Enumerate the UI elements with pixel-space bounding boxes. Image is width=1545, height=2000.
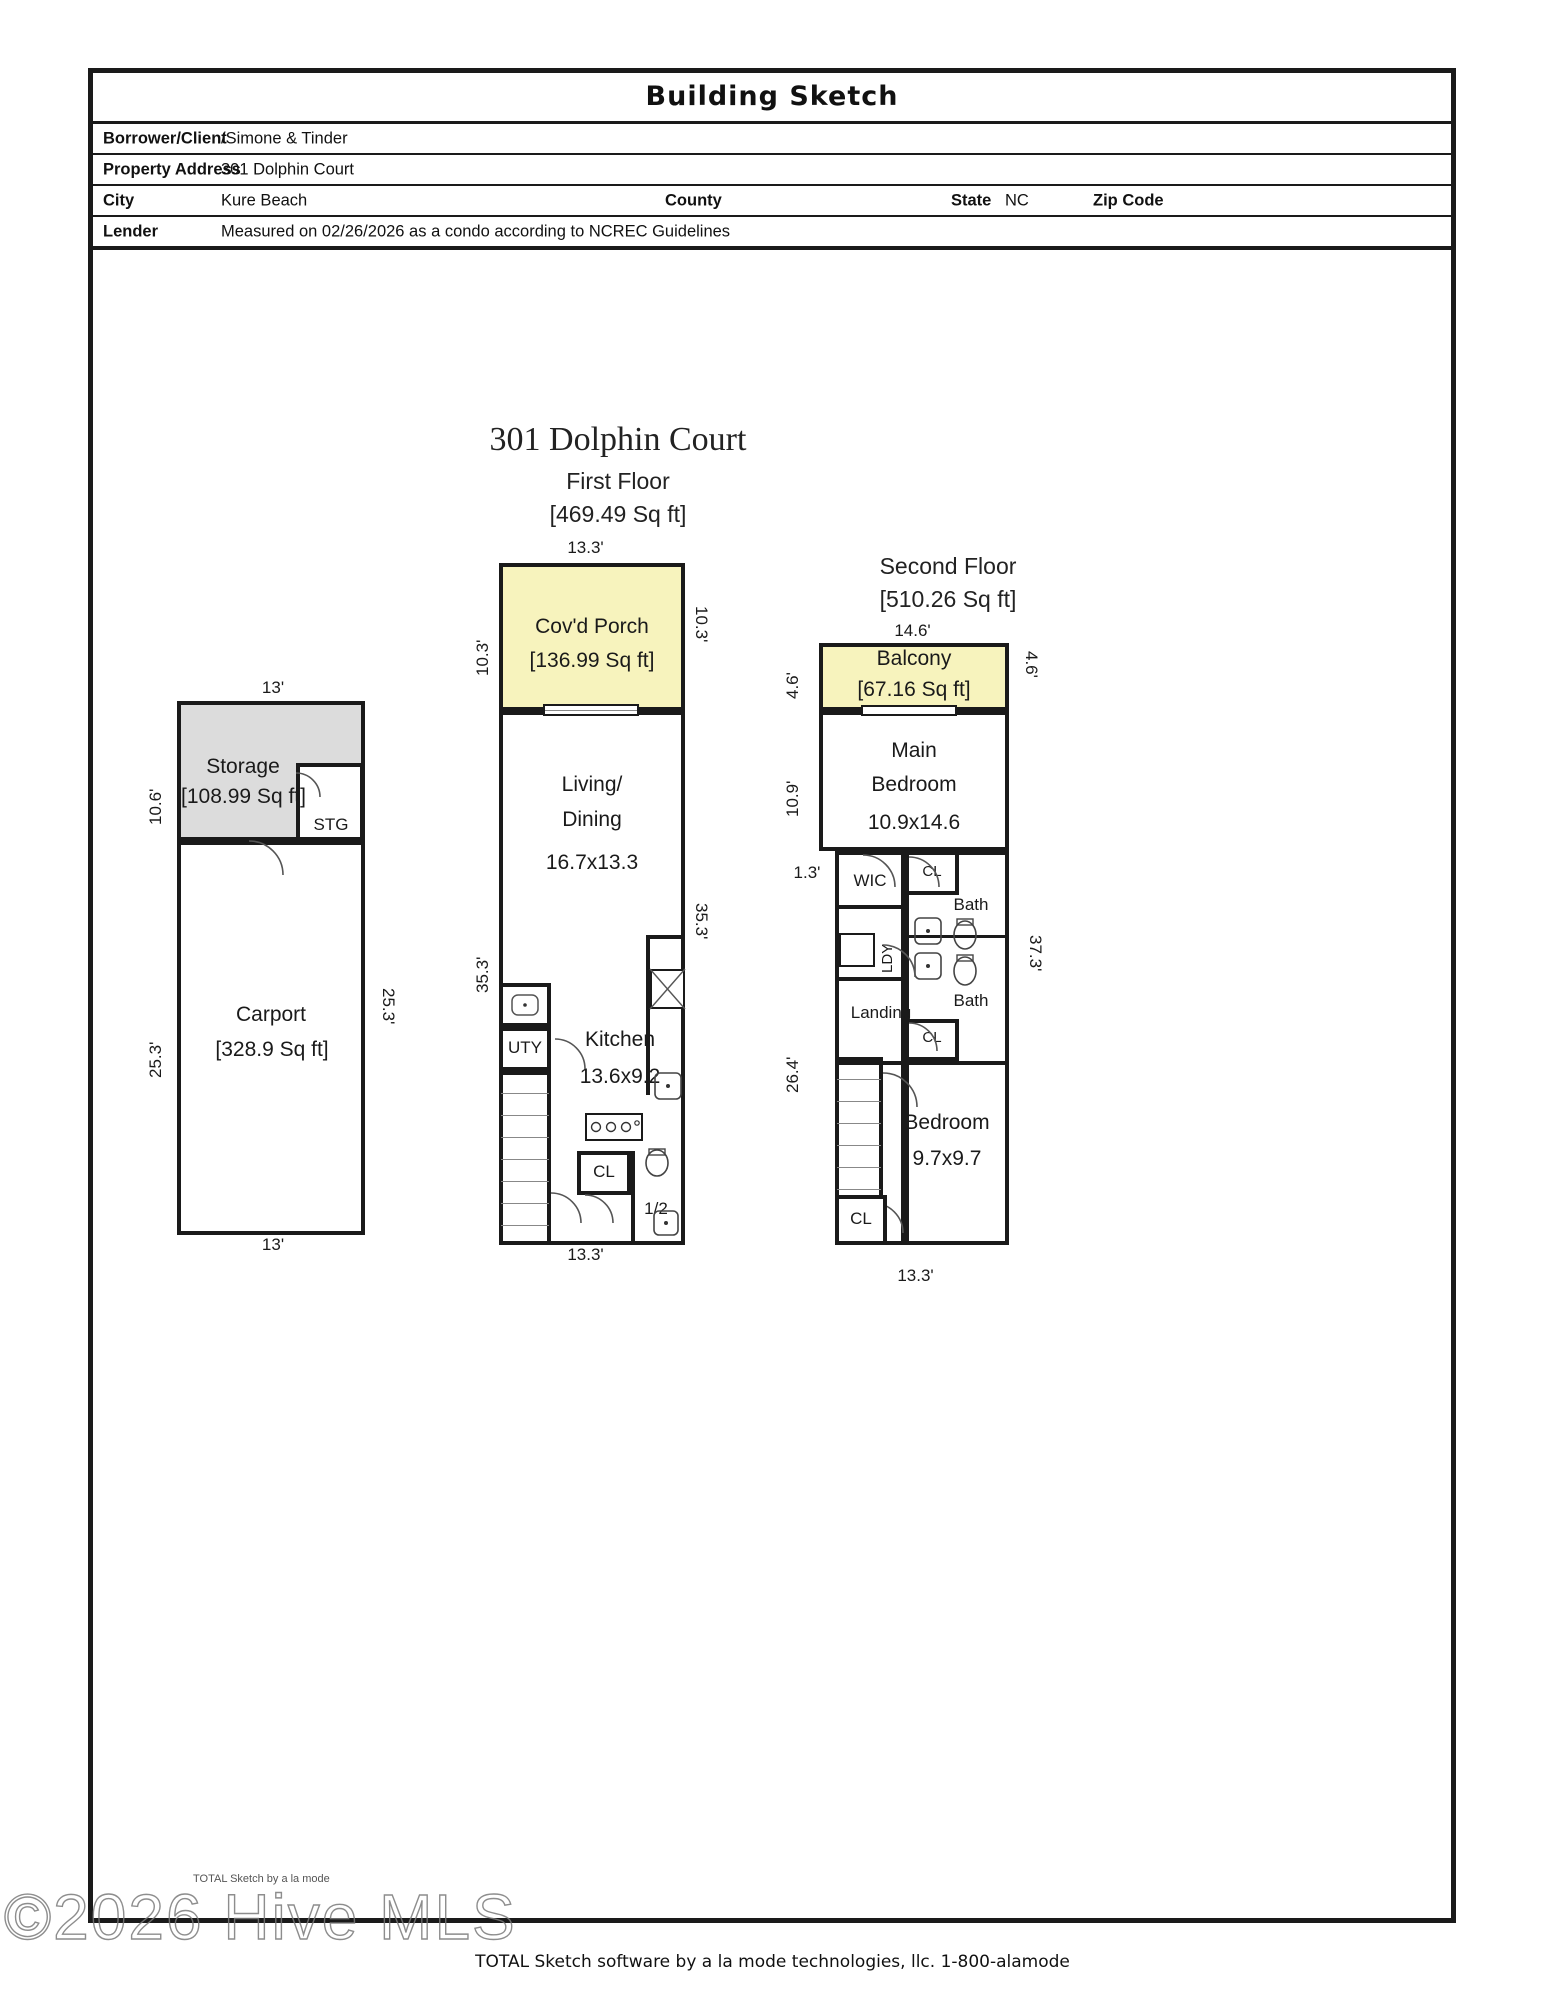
bath-upper-divider [905, 935, 1009, 938]
range-icon [585, 1113, 643, 1141]
kitchen-partition-vertical [646, 935, 650, 1095]
state-value: NC [1005, 191, 1029, 209]
first-floor-cl-label: CL [593, 1162, 615, 1181]
borrower-label: Borrower/Client [103, 129, 227, 147]
ff-dim-porch-right: 10.3' [692, 606, 711, 643]
bedroom2-label: Bedroom [904, 1111, 990, 1134]
living-dining-label-2: Dining [562, 808, 622, 831]
bedroom2-top-wall [835, 1061, 909, 1065]
laundry-appliance-icon [839, 933, 875, 967]
header-row-lender: Lender Measured on 02/26/2026 as a condo… [93, 217, 1451, 250]
stg-label: STG [313, 815, 349, 834]
kitchen-size: 13.6x9.2 [579, 1065, 661, 1088]
header-row-location: City Kure Beach County State NC Zip Code [93, 186, 1451, 217]
borrower-value: /Simone & Tinder [221, 129, 348, 147]
detached-dim-left-lower: 25.3' [146, 1041, 165, 1078]
ff-dim-bottom: 13.3' [567, 1245, 604, 1264]
property-title: 301 Dolphin Court [489, 421, 747, 458]
mls-watermark: ©2026 Hive MLS [3, 1880, 517, 1953]
ff-dim-left-total: 35.3' [473, 956, 492, 993]
first-floor-cl-closet [577, 1151, 631, 1195]
covd-porch-room [499, 563, 685, 711]
sf-dim-left-lower: 26.4' [783, 1056, 802, 1093]
total-sketch-credit: TOTAL Sketch by a la mode [193, 1873, 330, 1885]
property-address-value: 301 Dolphin Court [221, 160, 354, 178]
carport-area: [328.9 Sq ft] [215, 1038, 329, 1061]
half-bath-label: 1/2 [644, 1199, 668, 1218]
zip-label: Zip Code [1093, 191, 1164, 209]
covd-porch-area: [136.99 Sq ft] [529, 649, 655, 672]
wic-label: WIC [853, 871, 887, 890]
balcony-label: Balcony [876, 647, 952, 670]
state-label: State [951, 191, 992, 209]
building-sketch-drawing: 301 Dolphin Court First Floor [469.49 Sq… [93, 73, 1451, 1918]
ff-dim-top: 13.3' [567, 538, 604, 557]
landing-label: Landing [850, 1003, 912, 1022]
balcony-room [819, 643, 1009, 711]
ff-dim-right-total: 35.3' [692, 903, 711, 940]
first-floor-area: [469.49 Sq ft] [549, 501, 687, 527]
header-row-address: Property Address 301 Dolphin Court [93, 155, 1451, 186]
bath-lower-divider [905, 1061, 1009, 1065]
bedroom2-cl-label: CL [850, 1209, 872, 1228]
main-bedroom-size: 10.9x14.6 [867, 811, 961, 834]
bath-upper-cl-label: CL [922, 863, 942, 880]
living-dining-label-1: Living/ [561, 773, 623, 796]
bath-lower-label: Bath [953, 991, 989, 1010]
sf-dim-bottom: 13.3' [897, 1266, 934, 1285]
second-floor-name: Second Floor [879, 553, 1017, 579]
main-bedroom-label-1: Main [891, 739, 937, 762]
detached-dim-left-upper: 10.6' [146, 788, 165, 825]
sf-dim-balcony-right: 4.6' [1022, 651, 1041, 678]
first-floor-name: First Floor [566, 468, 670, 494]
header-row-borrower: Borrower/Client /Simone & Tinder [93, 124, 1451, 155]
second-floor-area: [510.26 Sq ft] [879, 586, 1017, 612]
wic-divider [835, 905, 905, 909]
sf-dim-balcony-left: 4.6' [783, 672, 802, 699]
detached-dim-right: 25.3' [379, 988, 398, 1025]
balcony-door [861, 705, 957, 716]
detached-dim-top: 13' [261, 678, 285, 697]
lender-value: Measured on 02/26/2026 as a condo accord… [221, 222, 731, 240]
document-header-table: Building Sketch Borrower/Client /Simone … [93, 73, 1451, 250]
uty-label: UTY [508, 1038, 542, 1057]
living-dining-size: 16.7x13.3 [545, 851, 639, 874]
uty-room [499, 1027, 551, 1071]
carport-label: Carport [235, 1003, 307, 1026]
lender-label: Lender [103, 222, 159, 240]
sf-dim-left-upper: 10.9' [783, 780, 802, 817]
carport-room [177, 841, 365, 1235]
main-bedroom-room [819, 711, 1009, 851]
bedroom2-cl-closet [835, 1195, 887, 1245]
bedroom2-size: 9.7x9.7 [912, 1147, 982, 1170]
ldy-label: LDY [879, 943, 896, 973]
staircase-first-floor [499, 1071, 551, 1245]
sf-dim-right-total: 37.3' [1026, 935, 1045, 972]
sf-dim-top: 14.6' [894, 621, 931, 640]
stg-closet [296, 763, 364, 841]
storage-label: Storage [206, 755, 280, 778]
half-bath-partition [631, 1151, 635, 1245]
sf-dim-notch: 1.3' [793, 863, 821, 882]
footer-software-note: TOTAL Sketch software by a la mode techn… [475, 1952, 1070, 1972]
bath-lower-cl-label: CL [922, 1029, 942, 1046]
refrigerator-icon [650, 969, 685, 1009]
kitchen-partition-top [646, 935, 685, 939]
sketch-page-frame: Building Sketch Borrower/Client /Simone … [88, 68, 1456, 1923]
bath-upper-label: Bath [953, 895, 989, 914]
county-label: County [665, 191, 722, 209]
storage-area: [108.99 Sq ft] [181, 785, 306, 808]
uty-upper-fixture-box [499, 983, 551, 1027]
property-address-label: Property Address [103, 160, 241, 178]
ldy-divider [835, 977, 905, 981]
balcony-area: [67.16 Sq ft] [857, 678, 971, 701]
city-label: City [103, 191, 135, 209]
sliding-door-line [545, 710, 637, 711]
detached-dim-bottom: 13' [261, 1235, 285, 1254]
kitchen-label: Kitchen [584, 1028, 656, 1051]
covd-porch-label: Cov'd Porch [535, 615, 649, 638]
city-value: Kure Beach [221, 191, 308, 209]
page-title: Building Sketch [93, 73, 1451, 124]
main-bedroom-label-2: Bedroom [871, 773, 957, 796]
